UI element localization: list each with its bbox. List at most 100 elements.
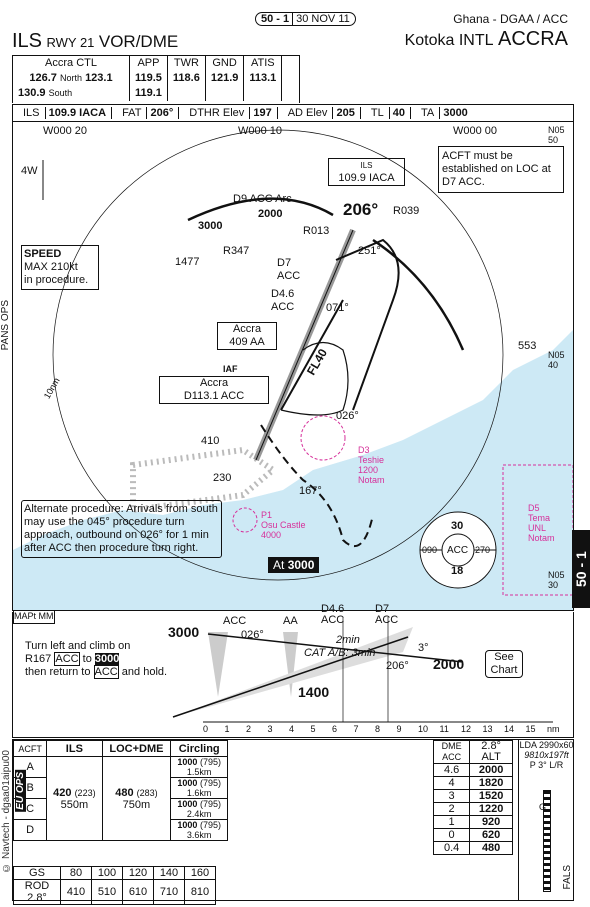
fix-aa: AA — [283, 615, 298, 627]
scale-tick: 6 — [332, 724, 338, 734]
cone-aa — [283, 632, 298, 697]
g-label: G — [539, 802, 547, 812]
grid-label: W000 20 — [43, 125, 88, 137]
obstacle-1477: 1477 — [175, 256, 200, 268]
cone-acc — [208, 632, 228, 697]
runway-info: LDA 2990x60 9810x197ft P 3° L/R G FALS — [518, 740, 574, 900]
page-title: ILS RWY 21 VOR/DME — [12, 30, 179, 52]
scale-tick: 14 — [504, 724, 515, 734]
msa-bearing: 270 — [475, 545, 491, 555]
procedure-turn — [335, 238, 400, 411]
magnetic-variation: 4W — [21, 165, 38, 177]
d5-area — [502, 464, 573, 596]
scale-tick: 8 — [375, 724, 381, 734]
scale-tick: 7 — [353, 724, 359, 734]
plan-view-svg — [13, 129, 573, 610]
time-cat-ab: CAT A/B: 3min — [304, 647, 376, 659]
fix-acc: ACC — [223, 615, 247, 627]
mapt-label: MAPt MM — [13, 610, 55, 624]
obstacle-230: 230 — [213, 472, 232, 484]
radial-039: R039 — [393, 205, 420, 217]
msa-bearing: 090 — [422, 545, 438, 555]
glide-path — [172, 636, 409, 718]
scale-tick: 9 — [396, 724, 402, 734]
radial-347: R347 — [223, 245, 250, 257]
radial-013: R013 — [303, 225, 330, 237]
course-251: 251° — [358, 245, 381, 257]
course-206: 206° — [386, 660, 409, 672]
scale-tick: 4 — [289, 724, 295, 734]
msa-value: 18 — [451, 565, 464, 577]
course-071: 071° — [326, 302, 349, 314]
ring-10nm — [52, 129, 504, 581]
alt-3000: 3000 — [168, 624, 200, 640]
region: Ghana - DGAA / ACC — [453, 12, 568, 26]
scale-tick: 3 — [267, 724, 273, 734]
inbound-track — [280, 299, 344, 411]
copyright: © Navtech - dgaa01aipu00 — [1, 750, 12, 873]
pans-ops-label: PANS OPS — [0, 300, 11, 351]
msa-value: 30 — [451, 520, 464, 532]
msa-fix: ACC — [447, 545, 469, 556]
d3-area — [300, 415, 346, 461]
alt-3000: 3000 — [198, 220, 223, 232]
course-026: 026° — [241, 629, 264, 641]
scale-tick: nm — [547, 724, 560, 734]
profile-svg — [172, 617, 553, 723]
scale-tick: 10 — [418, 724, 429, 734]
arc-alt: 2000 — [258, 208, 283, 220]
missed-approach — [260, 424, 374, 547]
side-tab: 50 - 1 — [572, 530, 590, 608]
scale-tick: 0 — [203, 724, 209, 734]
loc-line — [255, 229, 354, 461]
airport-name: Kotoka INTL ACCRA — [404, 28, 568, 50]
iaf-label: IAF — [223, 364, 238, 374]
scale-tick: 11 — [439, 724, 449, 734]
loc-note: ACFT must be established on LOC at D7 AC… — [438, 146, 564, 193]
alt-2000: 2000 — [433, 656, 465, 672]
eu-ops-badge: EU OPS — [15, 770, 26, 812]
alternate-procedure-note: Alternate procedure: Arrivals from south… — [21, 500, 222, 558]
scale-tick: 1 — [224, 724, 230, 734]
fals-label: FALS — [562, 865, 573, 890]
d9-arc-west — [187, 197, 334, 222]
scale-tick: 5 — [310, 724, 316, 734]
obstacle-410: 410 — [201, 435, 220, 447]
profile-view: MAPt MM Turn left and climb on R167 ACC … — [12, 604, 574, 738]
scale-tick: 12 — [461, 724, 472, 734]
scale-tick: 2 — [246, 724, 252, 734]
procedure-line — [207, 633, 464, 663]
obstacle-553: 553 — [518, 340, 537, 352]
p1-area — [232, 507, 258, 533]
arc-label: D9 ACC Arc — [233, 193, 292, 205]
course-167: 167° — [299, 485, 322, 497]
time-2min: 2min — [336, 634, 360, 646]
at-3000: At 3000 — [268, 557, 320, 573]
grid-label: W000 10 — [238, 125, 283, 137]
grid-label: W000 00 — [453, 125, 498, 137]
holding — [280, 341, 349, 416]
course-026: 026° — [336, 410, 359, 422]
